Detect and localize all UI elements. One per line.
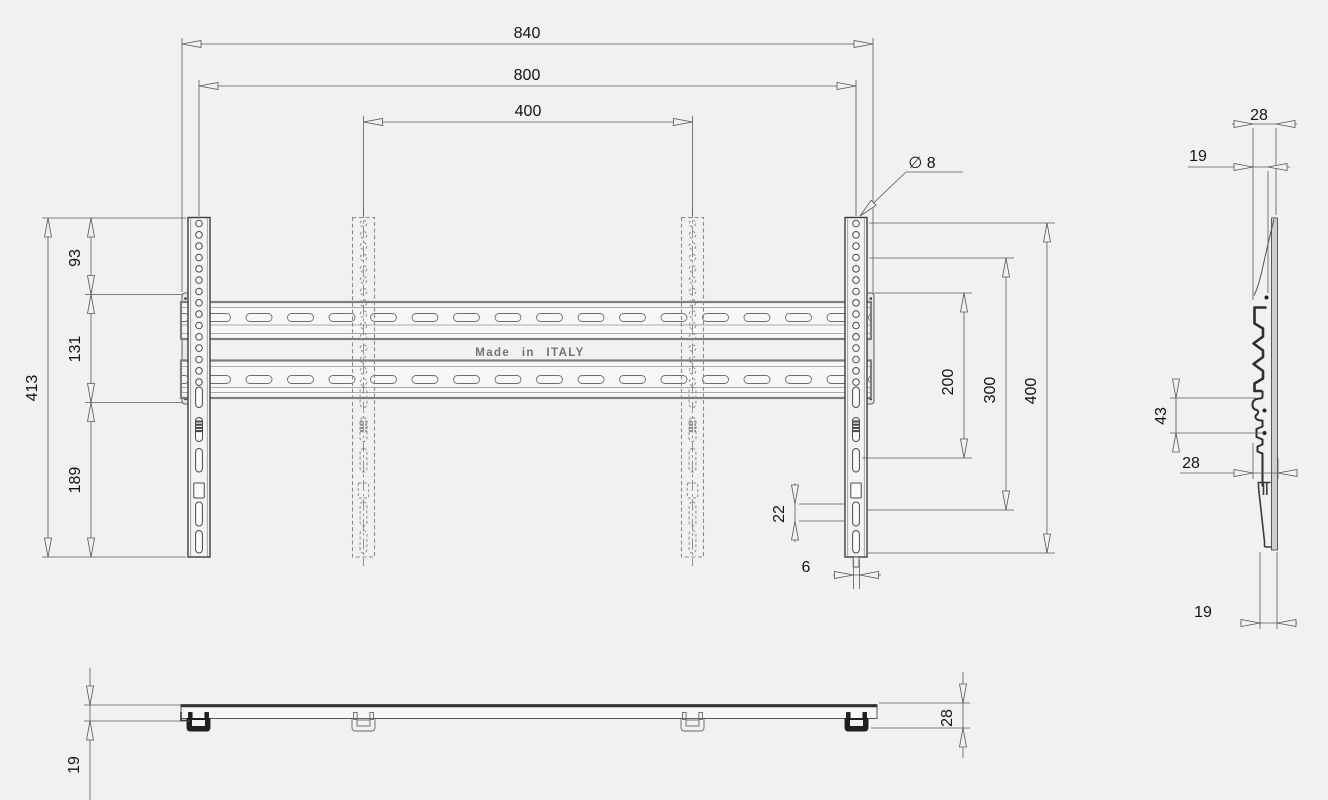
dim-6: 6	[802, 559, 881, 589]
dim-800: 800	[198, 67, 857, 216]
slot-row-upper	[182, 313, 870, 322]
horizontal-rail-lower	[179, 359, 873, 400]
dim-400-top-label: 400	[515, 103, 542, 120]
dim-300-label: 300	[982, 377, 999, 404]
dim-19-bar: 19	[66, 668, 190, 800]
made-in-italy-watermark: Made in ITALY	[475, 347, 585, 359]
bottom-view: 19 28	[66, 668, 970, 800]
dim-413-label: 413	[24, 375, 41, 402]
vertical-rail-right	[844, 216, 868, 568]
dim-840: 840	[181, 25, 874, 292]
clip-left-slot	[192, 720, 205, 726]
clip-inner-right-slot	[685, 719, 700, 727]
bottom-bar	[180, 704, 878, 719]
side-rail-profile	[1252, 306, 1267, 393]
dim-28-top: 28	[1232, 107, 1297, 300]
dim-200-label: 200	[940, 369, 957, 396]
clip-right-slot	[850, 720, 863, 726]
dim-300: 300	[868, 257, 1014, 511]
dim-400-top: 400	[363, 103, 693, 216]
dim-43-label: 43	[1153, 407, 1170, 425]
dim-43: 43	[1153, 378, 1263, 453]
dim-28-top-label: 28	[1250, 107, 1268, 124]
dim-28-mid-label: 28	[1182, 455, 1200, 472]
dim-93-label: 93	[67, 249, 84, 267]
bottom-tab	[852, 556, 860, 568]
side-screw-dot-low	[1262, 431, 1267, 435]
side-screw-dot-mid	[1262, 408, 1267, 413]
dim-400-right: 400	[868, 222, 1055, 554]
dim-200: 200	[862, 292, 972, 459]
dim-28-bar-label: 28	[939, 709, 956, 727]
dim-131-label: 131	[67, 336, 84, 363]
dim-19-bottom: 19	[1194, 552, 1297, 629]
vertical-rail-inner-right	[680, 207, 705, 566]
dim-28-mid: 28	[1180, 443, 1298, 479]
dim-19-bar-label: 19	[66, 756, 83, 774]
dim-hole-diameter-label: ∅ 8	[908, 155, 935, 172]
clip-inner-left-slot	[356, 719, 371, 727]
side-view: 28 19 43 28	[1153, 107, 1298, 629]
dim-189-label: 189	[67, 467, 84, 494]
dim-19-top: 19	[1188, 148, 1290, 293]
dim-6-label: 6	[802, 559, 811, 576]
side-bottom-hook	[1257, 481, 1271, 548]
dim-28-bar: 28	[871, 672, 970, 758]
side-screw-dot-top	[1264, 295, 1269, 300]
side-hook-profile	[1251, 391, 1264, 487]
dim-19-bottom-label: 19	[1194, 604, 1212, 621]
dim-19-top-label: 19	[1189, 148, 1207, 165]
slot-row-lower	[182, 375, 870, 384]
vertical-rail-inner-left	[351, 207, 376, 566]
dim-22-label: 22	[771, 505, 788, 523]
front-view: Made in ITALY	[24, 25, 1055, 589]
dim-hole-diameter: ∅ 8	[857, 155, 963, 220]
dim-800-label: 800	[514, 67, 541, 84]
dim-840-label: 840	[514, 25, 541, 42]
side-back-plate	[1271, 217, 1278, 551]
horizontal-rail-upper	[179, 300, 873, 341]
dim-400-right-label: 400	[1023, 378, 1040, 405]
dim-413: 413	[24, 217, 186, 558]
vertical-rail-left	[187, 216, 211, 558]
side-front-face	[1253, 219, 1275, 296]
dim-93-131-189: 93 131 189	[67, 217, 182, 558]
dim-22: 22	[771, 483, 845, 542]
